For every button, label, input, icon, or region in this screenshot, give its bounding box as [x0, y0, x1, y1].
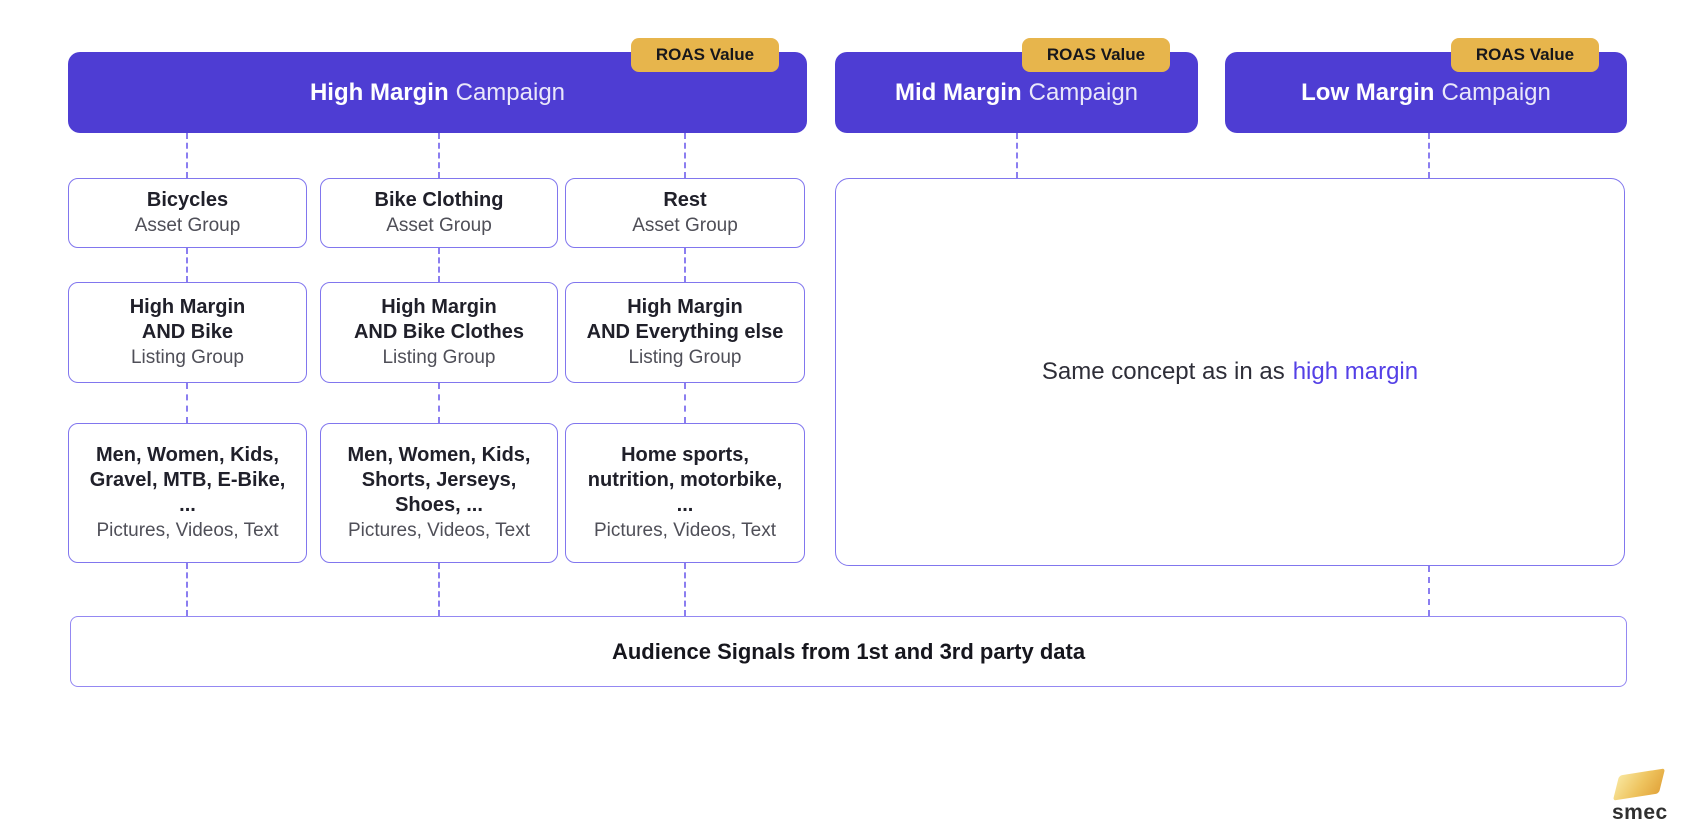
connector-line [438, 383, 440, 423]
asset-group-box-rest: Rest Asset Group [565, 178, 805, 248]
asset-group-title: Rest [663, 189, 707, 211]
listing-group-line: High Margin [381, 296, 497, 318]
asset-group-title: Bicycles [146, 189, 229, 211]
connector-line [186, 133, 188, 178]
assets-box-bike-clothing: Men, Women, Kids, Shorts, Jerseys, Shoes… [320, 423, 558, 563]
assets-line: Men, Women, Kids, [347, 444, 531, 466]
asset-group-subtitle: Asset Group [632, 215, 738, 236]
listing-group-box-bike: High Margin AND Bike Listing Group [68, 282, 307, 383]
listing-group-line: AND Everything else [586, 321, 784, 343]
campaign-title: High Margin Campaign [310, 79, 565, 107]
connector-line [684, 248, 686, 282]
assets-line: Home sports, [621, 444, 749, 466]
roas-value-badge: ROAS Value [1451, 38, 1599, 72]
assets-line: Shoes, ... [395, 494, 483, 516]
campaign-title-strong: Mid Margin [894, 78, 1022, 106]
listing-group-line: High Margin [627, 296, 743, 318]
assets-line: ... [676, 494, 694, 516]
connector-line [438, 248, 440, 282]
smec-logo-text: smec [1612, 801, 1668, 824]
listing-group-subtitle: Listing Group [382, 347, 496, 368]
assets-line: Gravel, MTB, E-Bike, [89, 469, 286, 491]
asset-group-box-bicycles: Bicycles Asset Group [68, 178, 307, 248]
campaign-title: Low Margin Campaign [1301, 79, 1551, 107]
connector-line [684, 133, 686, 178]
connector-line [1428, 133, 1430, 178]
campaign-title-rest: Campaign [455, 78, 566, 106]
asset-group-box-bike-clothing: Bike Clothing Asset Group [320, 178, 558, 248]
assets-box-rest: Home sports, nutrition, motorbike, ... P… [565, 423, 805, 563]
campaign-title-strong: Low Margin [1301, 78, 1435, 106]
connector-line [186, 563, 188, 616]
connector-line [186, 383, 188, 423]
assets-line: Men, Women, Kids, [96, 444, 279, 466]
listing-group-line: High Margin [129, 296, 246, 318]
roas-value-badge: ROAS Value [1022, 38, 1170, 72]
connector-line [684, 563, 686, 616]
connector-line [1016, 133, 1018, 178]
assets-subtitle: Pictures, Videos, Text [593, 520, 776, 541]
listing-group-subtitle: Listing Group [628, 347, 742, 368]
assets-subtitle: Pictures, Videos, Text [96, 520, 279, 541]
connector-line [1428, 566, 1430, 616]
assets-subtitle: Pictures, Videos, Text [347, 520, 530, 541]
listing-group-line: AND Bike Clothes [353, 321, 525, 343]
campaign-title: Mid Margin Campaign [895, 79, 1138, 107]
assets-line: nutrition, motorbike, [587, 469, 783, 491]
smec-logo: smec [1608, 768, 1688, 824]
connector-line [684, 383, 686, 423]
same-concept-text: Same concept as in as high margin [1042, 358, 1418, 386]
campaign-header-mid-margin: ROAS Value Mid Margin Campaign [835, 38, 1198, 133]
audience-signals-bar: Audience Signals from 1st and 3rd party … [70, 616, 1627, 687]
same-concept-highlight: high margin [1292, 358, 1419, 385]
listing-group-box-everything-else: High Margin AND Everything else Listing … [565, 282, 805, 383]
assets-box-bicycles: Men, Women, Kids, Gravel, MTB, E-Bike, .… [68, 423, 307, 563]
connector-line [438, 563, 440, 616]
same-concept-panel: Same concept as in as high margin [835, 178, 1625, 566]
campaign-title-rest: Campaign [1441, 78, 1551, 106]
campaign-header-low-margin: ROAS Value Low Margin Campaign [1225, 38, 1627, 133]
asset-group-subtitle: Asset Group [134, 215, 241, 236]
smec-mark-icon [1612, 768, 1666, 801]
assets-line: ... [179, 494, 196, 516]
connector-line [186, 248, 188, 282]
roas-value-badge: ROAS Value [631, 38, 779, 72]
listing-group-line: AND Bike [141, 321, 234, 343]
campaign-title-strong: High Margin [309, 78, 449, 106]
audience-signals-label: Audience Signals from 1st and 3rd party … [611, 638, 1086, 664]
asset-group-title: Bike Clothing [374, 189, 504, 211]
connector-line [438, 133, 440, 178]
listing-group-subtitle: Listing Group [130, 347, 244, 368]
assets-line: Shorts, Jerseys, [361, 469, 517, 491]
asset-group-subtitle: Asset Group [386, 215, 492, 236]
listing-group-box-bike-clothes: High Margin AND Bike Clothes Listing Gro… [320, 282, 558, 383]
campaign-title-rest: Campaign [1028, 78, 1139, 106]
same-concept-prefix: Same concept as in as [1041, 358, 1285, 385]
campaign-header-high-margin: ROAS Value High Margin Campaign [68, 38, 807, 133]
